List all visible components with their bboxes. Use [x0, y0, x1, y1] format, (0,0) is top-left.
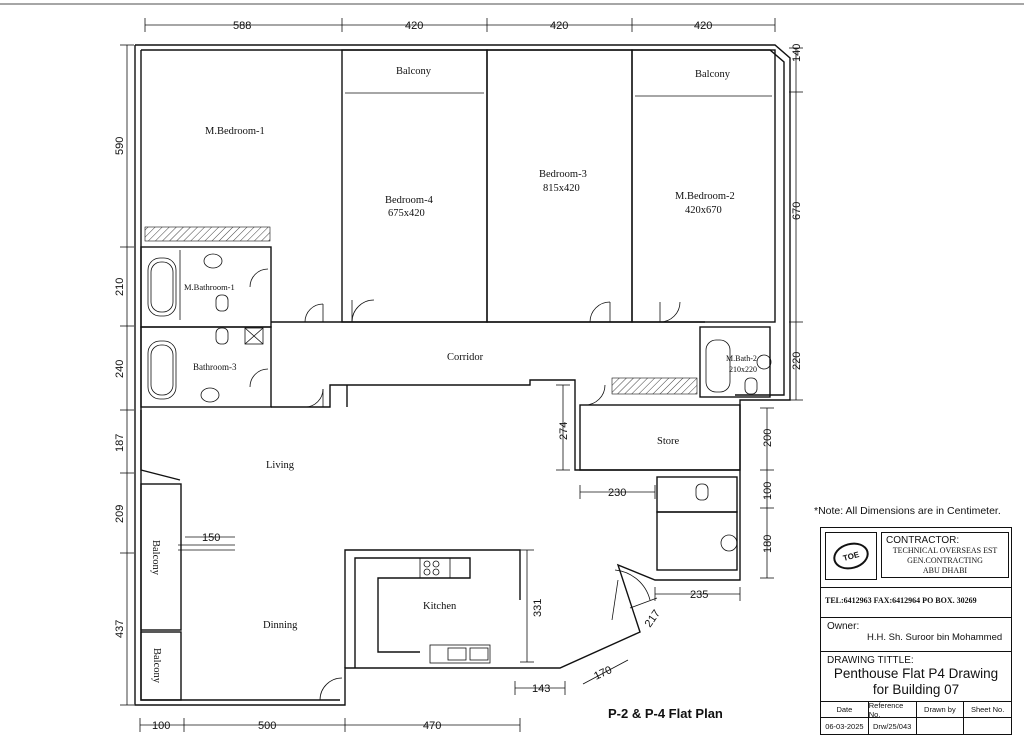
room-store: Store	[657, 436, 680, 447]
drawing-title-line-1: Penthouse Flat P4 Drawing	[833, 666, 999, 681]
drawing-title-label: DRAWING TITTLE:	[827, 655, 914, 666]
value-drawn-by	[917, 718, 965, 734]
dim-bottom-2: 500	[258, 720, 276, 732]
dimension-labels: 588 420 420 420 590 210 240 187 209 437 …	[114, 20, 803, 732]
dim-inner-170: 170	[592, 664, 614, 683]
dim-left-5: 209	[114, 505, 126, 523]
title-block: TOE CONTRACTOR: TECHNICAL OVERSEAS EST G…	[820, 527, 1012, 735]
value-reference: Drw/25/043	[869, 718, 917, 734]
drawing-title-line-2: for Building 07	[872, 682, 960, 697]
room-dinning: Dinning	[263, 620, 298, 631]
company-logo: TOE	[825, 532, 877, 580]
dim-inner-274: 274	[558, 422, 570, 440]
dim-inner-217: 217	[643, 608, 663, 630]
header-sheet-no: Sheet No.	[970, 705, 1005, 714]
room-bedroom-4-size: 675x420	[388, 208, 425, 219]
room-balcony-2: Balcony	[695, 69, 731, 80]
room-labels: M.Bedroom-1 Balcony Bedroom-4 675x420 Be…	[150, 66, 757, 684]
room-balcony-1: Balcony	[396, 66, 432, 77]
logo-mark: TOE	[830, 538, 872, 574]
dim-bottom-3: 470	[423, 720, 441, 732]
contractor-line-3: ABU DHABI	[922, 566, 968, 575]
dim-left-2: 210	[114, 278, 126, 296]
room-living: Living	[266, 460, 295, 471]
dim-right-3: 220	[791, 352, 803, 370]
dim-right-2: 670	[791, 202, 803, 220]
dim-left-6: 437	[114, 620, 126, 638]
header-reference: Reference No.	[869, 701, 917, 719]
contractor-heading: CONTRACTOR:	[886, 535, 960, 546]
room-m-bath-2: M.Bath-2	[726, 354, 757, 363]
dimension-note: *Note: All Dimensions are in Centimeter.	[814, 505, 1001, 517]
room-m-bedroom-1: M.Bedroom-1	[205, 126, 265, 137]
dim-inner-331: 331	[532, 599, 544, 617]
dim-inner-143: 143	[532, 683, 550, 695]
dim-right-1: 140	[791, 44, 803, 62]
value-date: 06-03-2025	[821, 718, 869, 734]
room-kitchen: Kitchen	[423, 601, 457, 612]
dimension-lines	[120, 18, 803, 732]
dim-top-4: 420	[694, 20, 712, 32]
dim-left-1: 590	[114, 137, 126, 155]
dim-inner-235: 235	[690, 589, 708, 601]
info-value-row: 06-03-2025 Drw/25/043	[821, 718, 1011, 734]
room-m-bedroom-2: M.Bedroom-2	[675, 191, 735, 202]
info-header-row: Date Reference No. Drawn by Sheet No.	[821, 701, 1011, 719]
value-sheet-no	[964, 718, 1011, 734]
room-bedroom-4: Bedroom-4	[385, 195, 434, 206]
room-bedroom-3: Bedroom-3	[539, 169, 587, 180]
fixtures	[147, 253, 772, 661]
contractor-line-1: TECHNICAL OVERSEAS EST	[892, 546, 998, 555]
header-drawn-by: Drawn by	[917, 702, 965, 717]
dim-left-4: 187	[114, 434, 126, 452]
contact-info: TEL:6412963 FAX:6412964 PO BOX. 30269	[825, 596, 977, 605]
owner-label: Owner:	[827, 621, 860, 632]
dim-right-5: 100	[762, 482, 774, 500]
owner-row: Owner: H.H. Sh. Suroor bin Mohammed	[821, 618, 1011, 652]
walls	[134, 44, 791, 706]
dim-right-4: 200	[762, 429, 774, 447]
doors	[249, 268, 681, 701]
dim-inner-230: 230	[608, 487, 626, 499]
header-date: Date	[821, 702, 869, 717]
room-balcony-3: Balcony	[150, 540, 161, 576]
dim-top-2: 420	[405, 20, 423, 32]
contractor-line-2: GEN.CONTRACTING	[907, 556, 983, 565]
dim-bottom-1: 100	[152, 720, 170, 732]
dim-left-3: 240	[114, 360, 126, 378]
room-bedroom-3-size: 815x420	[543, 183, 580, 194]
title-block-header: TOE CONTRACTOR: TECHNICAL OVERSEAS EST G…	[821, 528, 1011, 588]
dim-top-3: 420	[550, 20, 568, 32]
room-balcony-4: Balcony	[151, 648, 162, 684]
plan-title: P-2 & P-4 Flat Plan	[608, 706, 723, 721]
room-m-bath-2-size: 210x220	[729, 365, 757, 374]
dim-right-6: 180	[762, 535, 774, 553]
room-corridor: Corridor	[447, 352, 484, 363]
contractor-box: CONTRACTOR: TECHNICAL OVERSEAS EST GEN.C…	[881, 532, 1009, 578]
room-bathroom-3: Bathroom-3	[193, 362, 237, 372]
owner-name: H.H. Sh. Suroor bin Mohammed	[867, 632, 1003, 643]
drawing-title-row: DRAWING TITTLE: Penthouse Flat P4 Drawin…	[821, 652, 1011, 702]
contact-row: TEL:6412963 FAX:6412964 PO BOX. 30269	[821, 588, 1011, 618]
dim-top-1: 588	[233, 20, 251, 32]
room-m-bedroom-2-size: 420x670	[685, 205, 722, 216]
dim-inner-150: 150	[202, 532, 220, 544]
room-m-bathroom-1: M.Bathroom-1	[184, 282, 235, 292]
